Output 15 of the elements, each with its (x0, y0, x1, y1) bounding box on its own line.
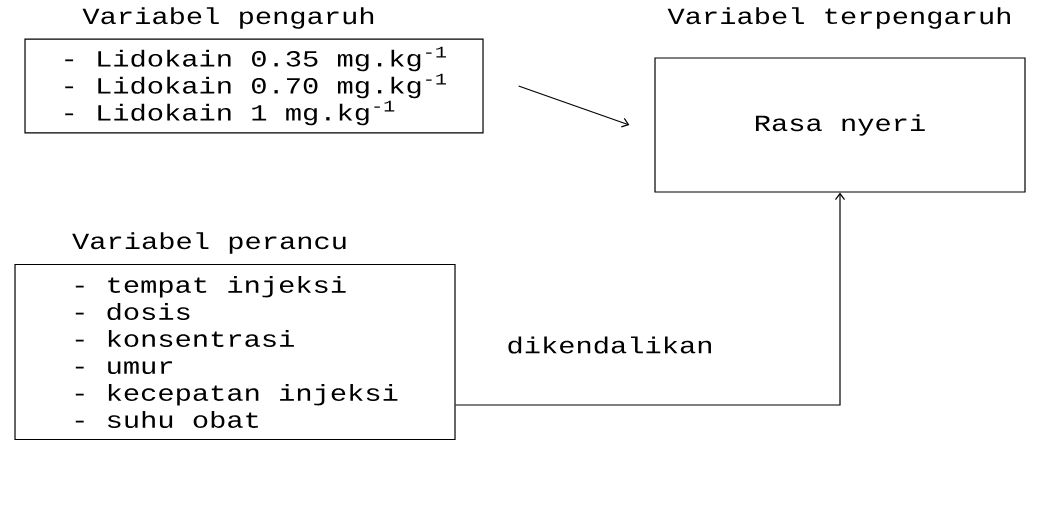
node-label: - suhu obat (75, 411, 258, 428)
heading: Variabel pengaruh (82, 7, 374, 29)
heading: Variabel perancu (72, 232, 346, 254)
text-box: Rasa nyeri (654, 57, 1026, 193)
node-label: - kecepatan injeksi (75, 384, 398, 406)
list-box: - Lidokain 0.35 mg.kg$^{-1}$ - Lidokain 0.70 mg.kg$^{-1}$ - Lidokain 1 mg.kg$^{-1}$ (24, 38, 484, 134)
node-label: - tempat injeksi (75, 276, 346, 298)
edge-label: dikendalikan (504, 334, 716, 356)
list-box: - tempat injeksi - dosis - konsentrasi - umur - kecepatan injeksi - suhu obat (14, 263, 456, 441)
node-label: - konsentrasi (75, 330, 294, 347)
arrow (518, 85, 630, 128)
node-label: - umur (75, 361, 173, 374)
arrow (455, 192, 846, 406)
node-label: - dosis (75, 303, 190, 321)
heading: Variabel terpengaruh (667, 7, 1010, 29)
